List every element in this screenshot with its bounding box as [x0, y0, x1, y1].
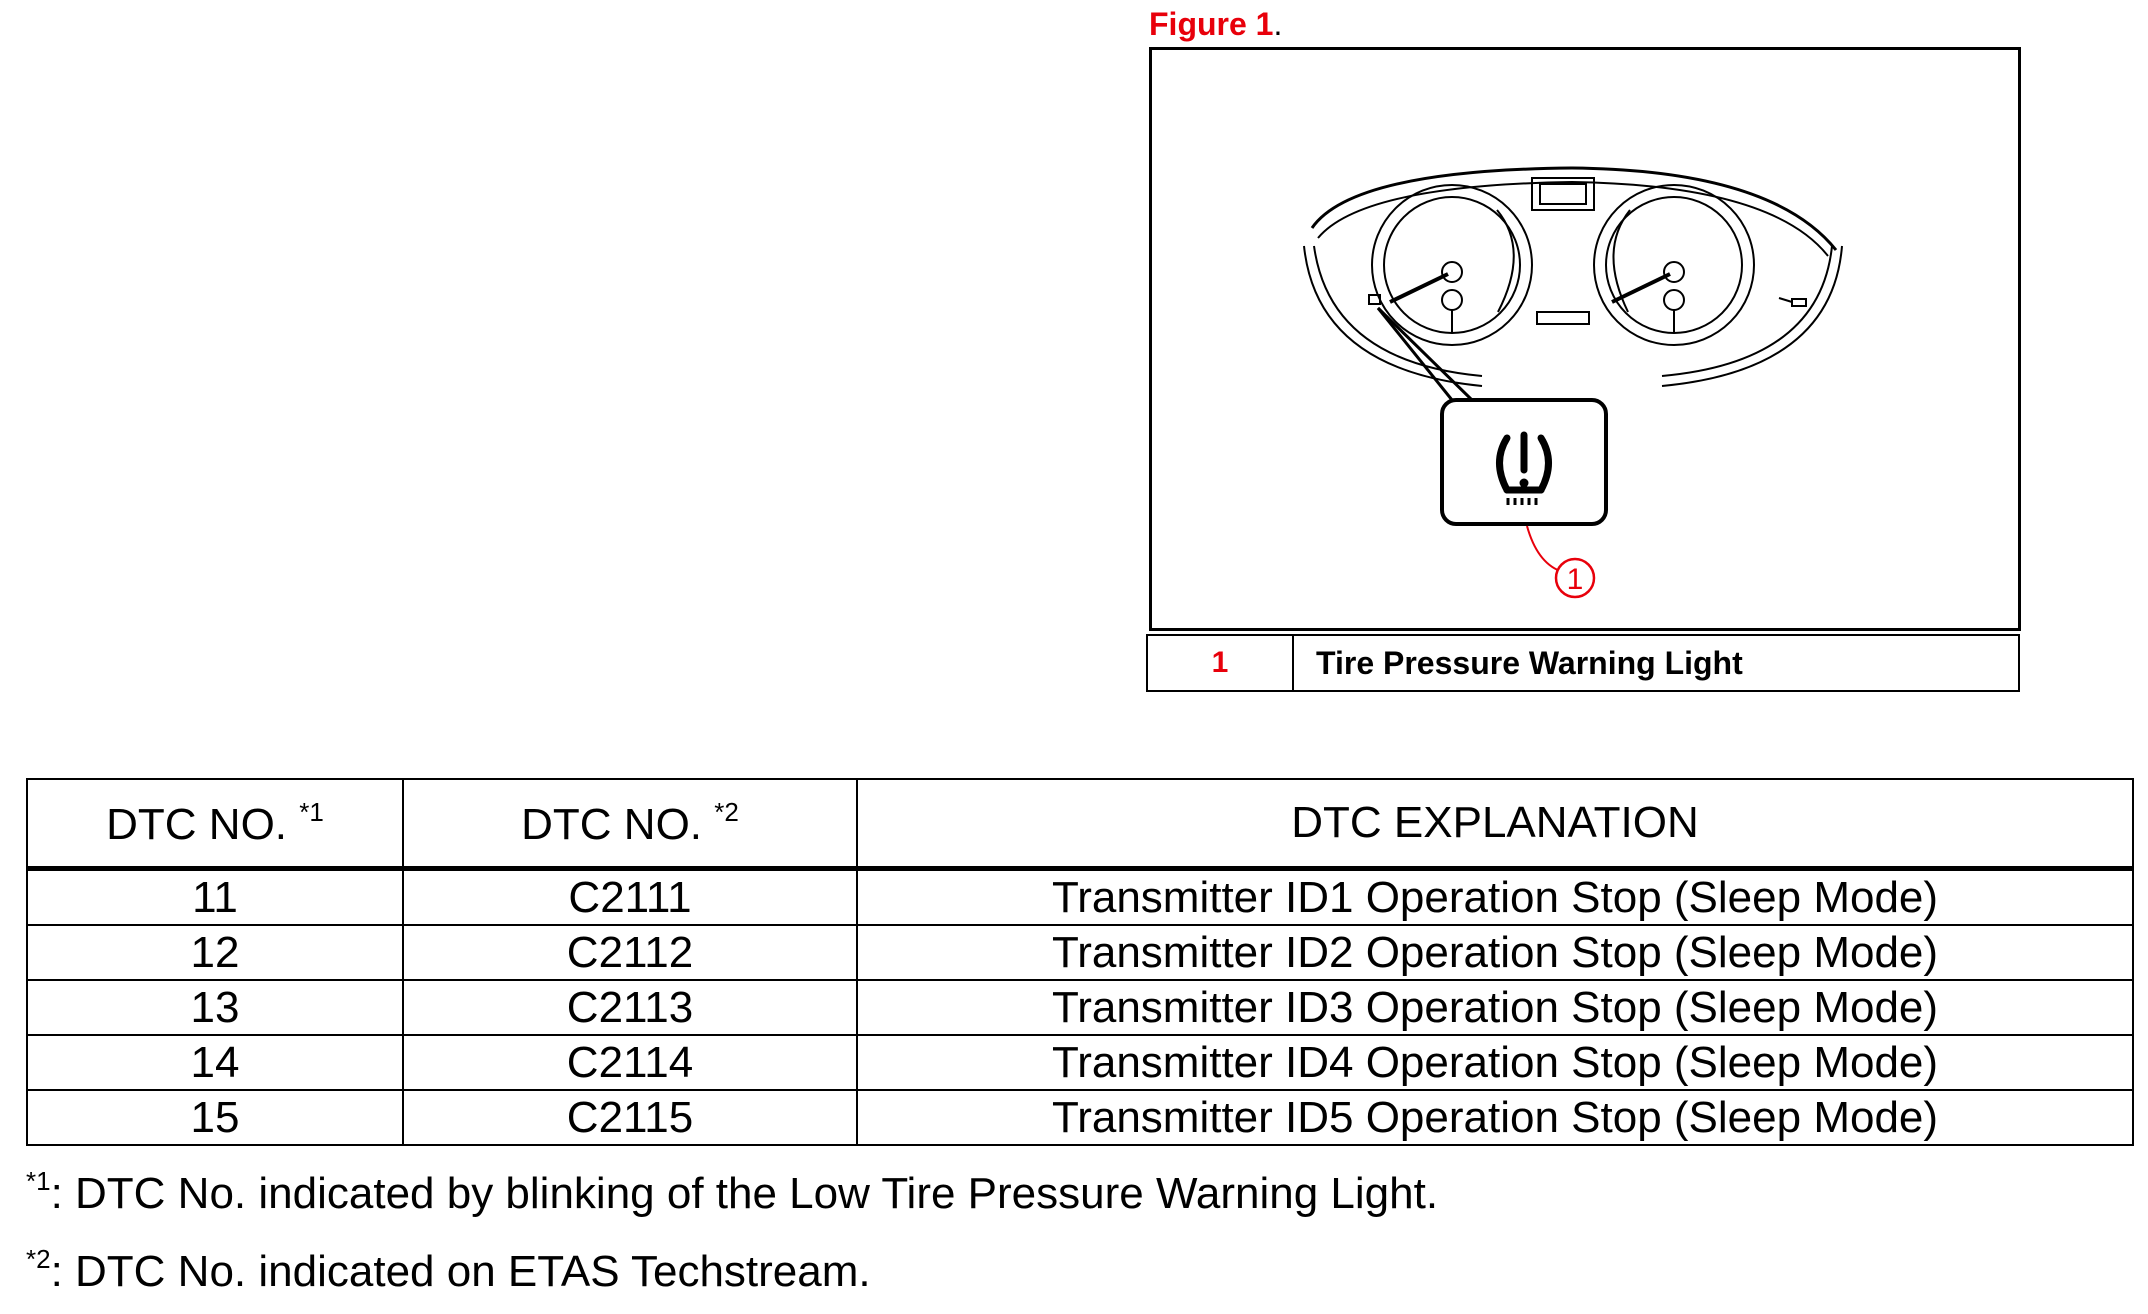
cell-dtc-explanation: Transmitter ID1 Operation Stop (Sleep Mo…: [856, 867, 2134, 926]
cell-dtc-code-techstream: C2113: [402, 979, 858, 1036]
cell-dtc-code: 13: [26, 979, 404, 1036]
figure-legend: 1 Tire Pressure Warning Light: [1146, 634, 2020, 692]
table-row: 13 C2113 Transmitter ID3 Operation Stop …: [26, 979, 2134, 1036]
table-row: 14 C2114 Transmitter ID4 Operation Stop …: [26, 1034, 2134, 1091]
dtc-table: DTC NO. *1 DTC NO. *2 DTC EXPLANATION 11…: [26, 778, 2134, 1146]
instrument-cluster-illustration: 1: [1303, 166, 1843, 599]
table-row: 15 C2115 Transmitter ID5 Operation Stop …: [26, 1089, 2134, 1146]
footnote-1: *1: DTC No. indicated by blinking of the…: [26, 1166, 1438, 1219]
table-row: 11 C2111 Transmitter ID1 Operation Stop …: [26, 867, 2134, 926]
header-dtc-no-1: DTC NO. *1: [26, 778, 404, 871]
callout-number-1: 1: [1526, 525, 1596, 599]
instrument-cluster-figure: 1: [1149, 47, 2021, 631]
legend-label: Tire Pressure Warning Light: [1316, 644, 1743, 681]
footnote-text: : DTC No. indicated on ETAS Techstream.: [50, 1247, 871, 1296]
cell-dtc-code: 14: [26, 1034, 404, 1091]
cell-dtc-explanation: Transmitter ID3 Operation Stop (Sleep Mo…: [856, 979, 2134, 1036]
table-row: 12 C2112 Transmitter ID2 Operation Stop …: [26, 924, 2134, 981]
header-dtc-explanation: DTC EXPLANATION: [856, 778, 2134, 871]
cell-dtc-code: 11: [26, 867, 404, 926]
table-header-row: DTC NO. *1 DTC NO. *2 DTC EXPLANATION: [26, 778, 2134, 871]
cell-dtc-explanation: Transmitter ID2 Operation Stop (Sleep Mo…: [856, 924, 2134, 981]
figure-title: Figure 1.: [1149, 6, 1283, 42]
legend-number: 1: [1148, 636, 1294, 690]
footnote-marker: *1: [26, 1166, 51, 1196]
header-dtc-no-2: DTC NO. *2: [402, 778, 858, 871]
svg-text:1: 1: [1567, 563, 1584, 596]
cell-dtc-code-techstream: C2115: [402, 1089, 858, 1146]
tire-pressure-warning-icon: [1496, 431, 1552, 494]
cell-dtc-code-techstream: C2114: [402, 1034, 858, 1091]
footnote-2: *2: DTC No. indicated on ETAS Techstream…: [26, 1244, 871, 1297]
cell-dtc-explanation: Transmitter ID5 Operation Stop (Sleep Mo…: [856, 1089, 2134, 1146]
cell-dtc-code: 15: [26, 1089, 404, 1146]
footnote-marker: *2: [26, 1244, 51, 1274]
footnote-text: : DTC No. indicated by blinking of the L…: [50, 1169, 1439, 1218]
cell-dtc-code-techstream: C2111: [402, 867, 858, 926]
cell-dtc-explanation: Transmitter ID4 Operation Stop (Sleep Mo…: [856, 1034, 2134, 1091]
cell-dtc-code-techstream: C2112: [402, 924, 858, 981]
cell-dtc-code: 12: [26, 924, 404, 981]
